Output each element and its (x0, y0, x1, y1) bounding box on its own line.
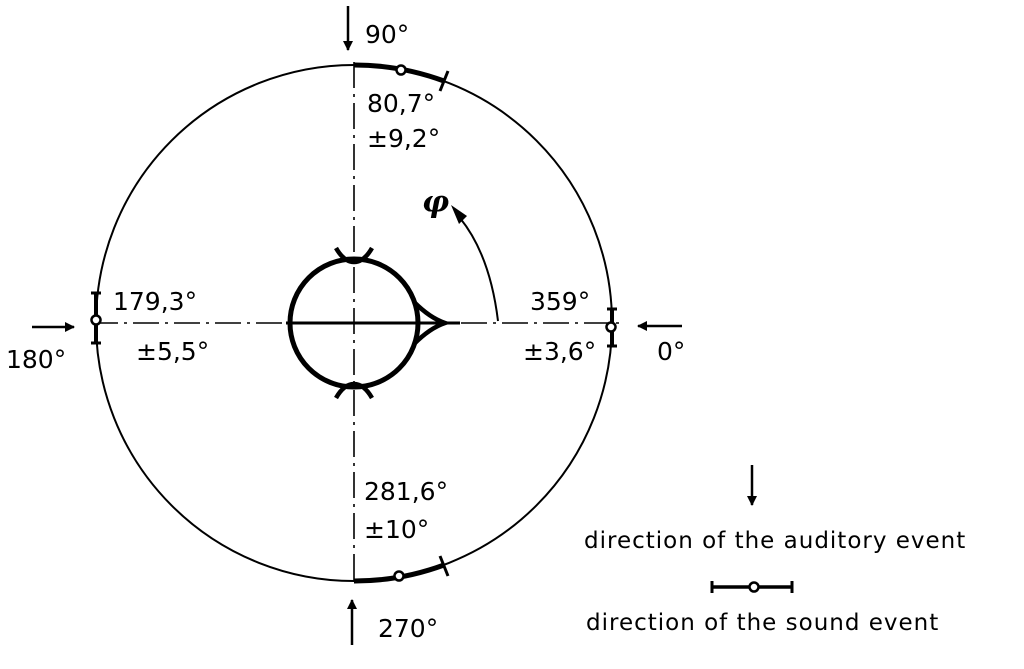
label-270: 270° (378, 614, 438, 643)
scatter-mean-front (605, 321, 617, 333)
scatter-mean-right (393, 570, 405, 582)
legend-auditory-label: direction of the auditory event (584, 528, 966, 554)
scatter-mean-back (90, 314, 102, 326)
legend-sound-mean (748, 581, 760, 593)
phi-arrowhead (451, 205, 467, 224)
label-90: 90° (365, 20, 409, 49)
result-right-deviation: ±10° (364, 515, 429, 544)
result-back-deviation: ±5,5° (136, 337, 209, 366)
result-right-mean: 281,6° (364, 477, 448, 506)
phi-symbol: φ (422, 185, 449, 220)
result-front-mean: 359° (530, 287, 590, 316)
legend: direction of the auditory event directio… (584, 465, 966, 636)
label-0: 0° (657, 337, 685, 366)
scatter-tick-left (438, 70, 450, 92)
result-front-deviation: ±3,6° (523, 337, 596, 366)
result-left-deviation: ±9,2° (367, 124, 440, 153)
head-icon (286, 246, 460, 400)
legend-sound-label: direction of the sound event (586, 610, 939, 636)
result-left-mean: 80,7° (367, 89, 435, 118)
label-180: 180° (6, 345, 66, 374)
result-back-mean: 179,3° (113, 287, 197, 316)
phi-arc (459, 217, 499, 322)
scatter-mean-left (395, 64, 407, 76)
scatter-tick-right (438, 555, 450, 577)
